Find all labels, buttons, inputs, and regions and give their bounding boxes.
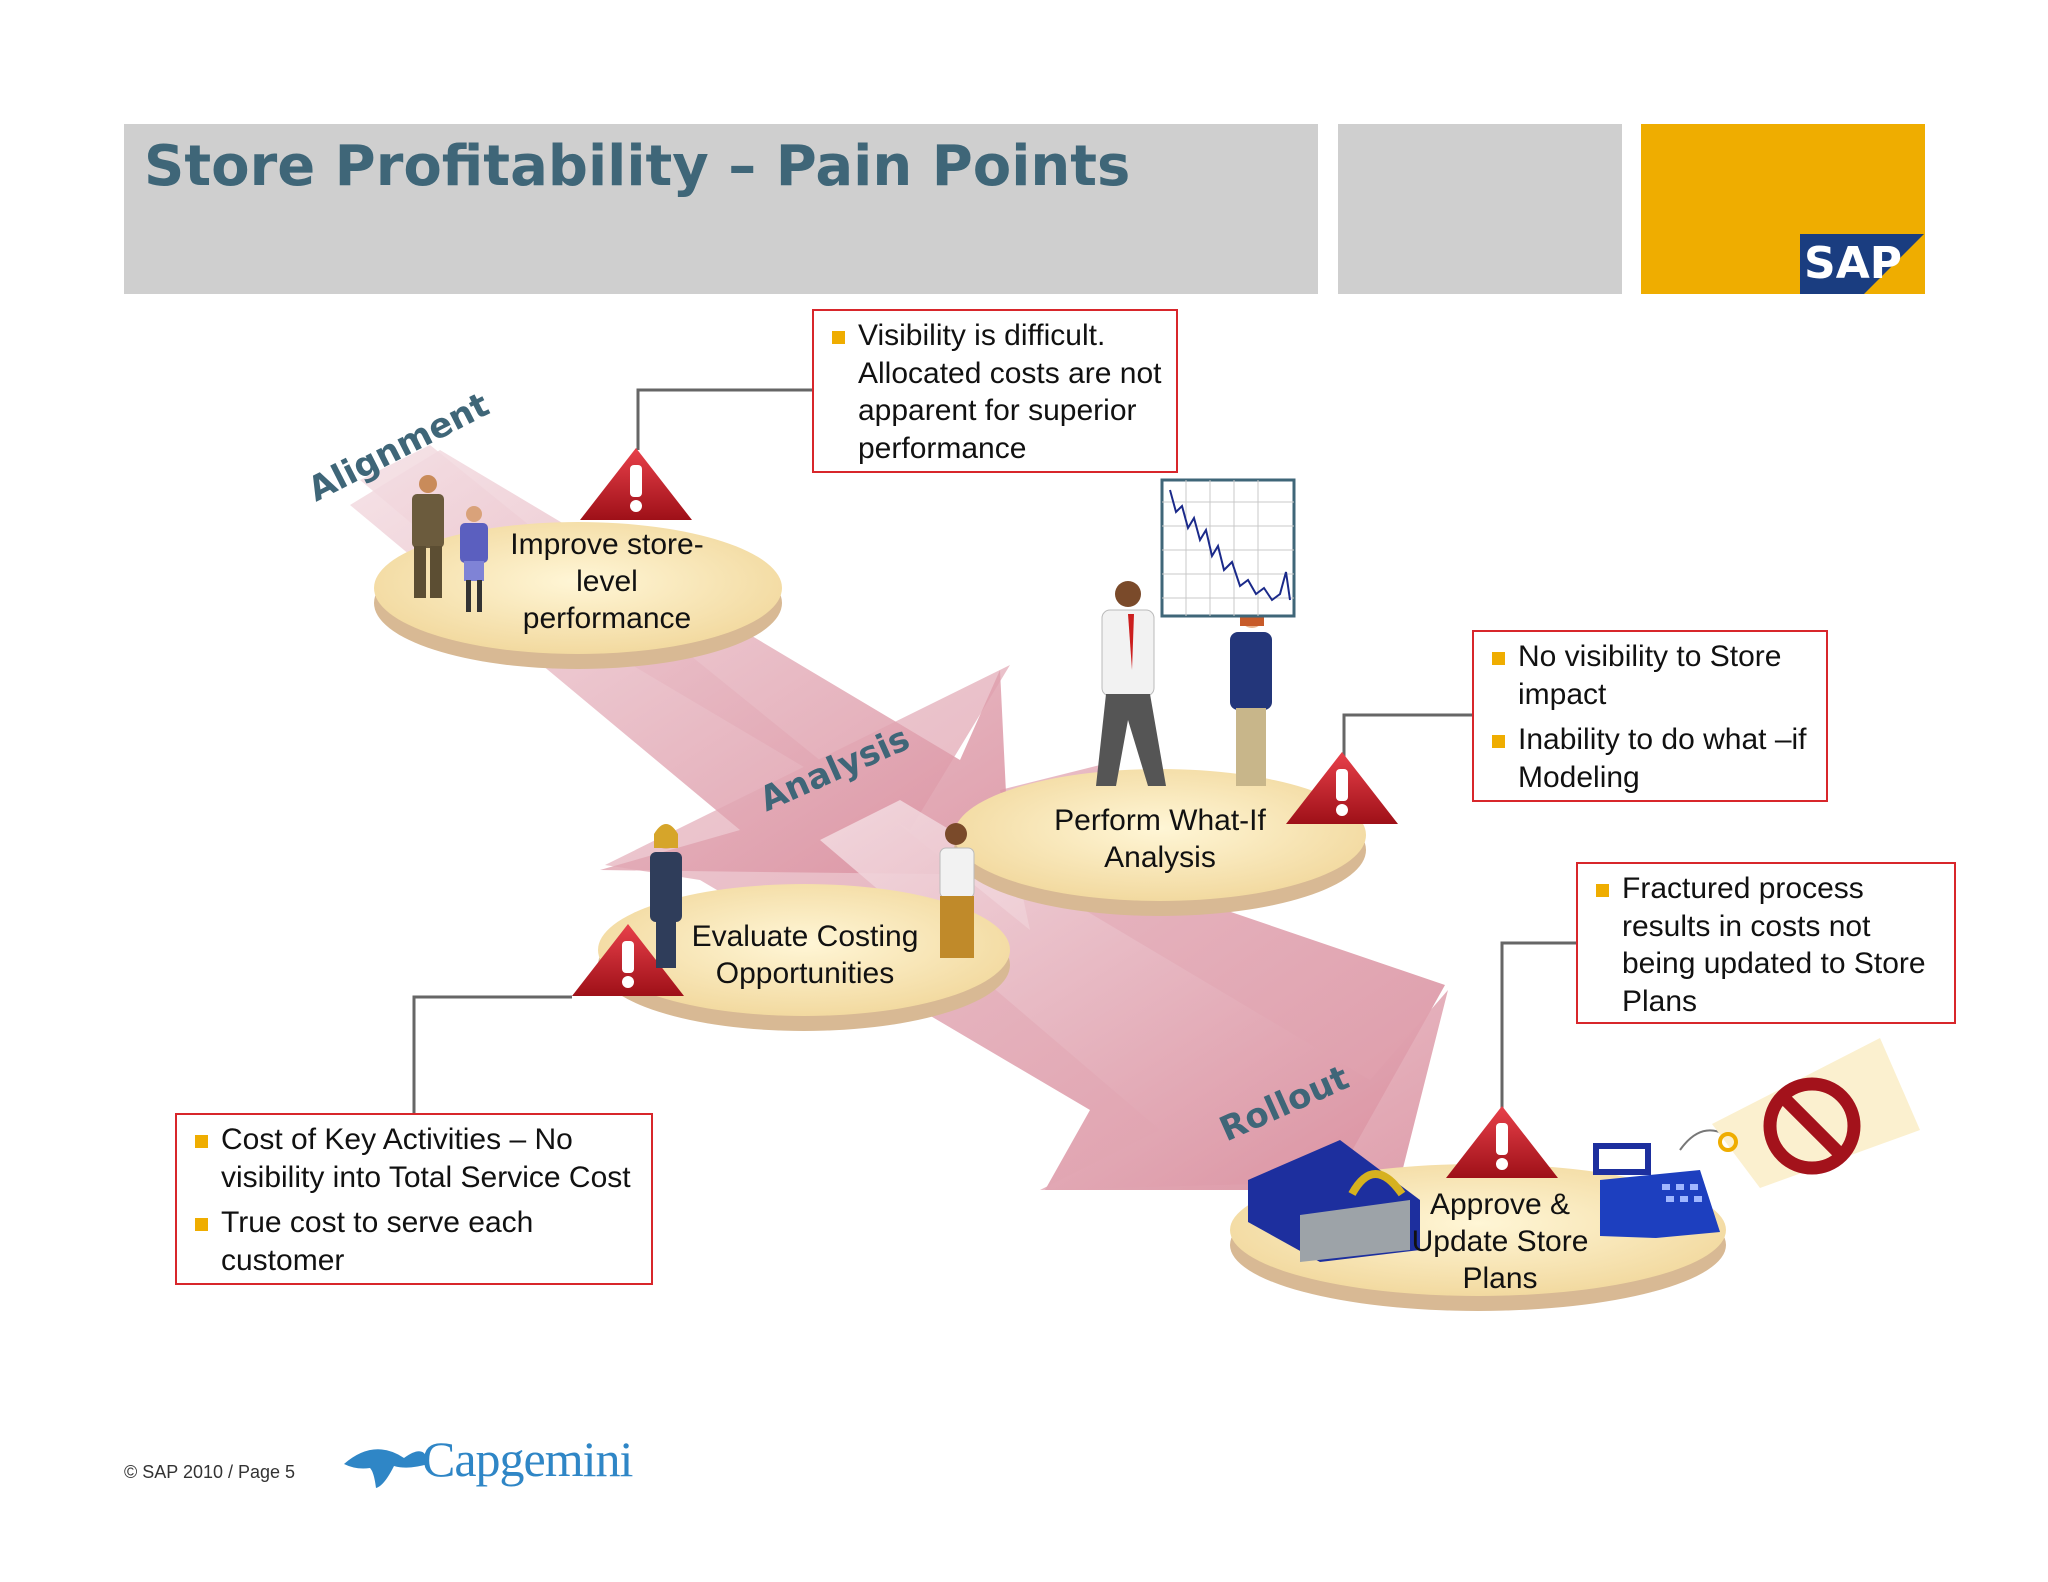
disk-evaluate xyxy=(598,884,1010,1031)
callout-item: Cost of Key Activities – No visibility i… xyxy=(187,1121,641,1196)
warning-icon xyxy=(1446,1106,1558,1178)
callout-visibility: Visibility is difficult. Allocated costs… xyxy=(812,309,1178,473)
title-bar xyxy=(124,124,1318,294)
printer-icon xyxy=(1248,1140,1420,1262)
page-title: Store Profitability – Pain Points xyxy=(144,134,1131,199)
price-tag xyxy=(1712,1038,1920,1188)
callout-item: No visibility to Store impact xyxy=(1484,638,1816,713)
disk-whatif xyxy=(954,769,1366,916)
sap-logo-text: SAP xyxy=(1804,238,1902,289)
bullet-square xyxy=(832,331,845,344)
callout-item: Fractured process results in costs not b… xyxy=(1588,870,1944,1020)
warning-icon xyxy=(1286,752,1398,824)
bullet-square xyxy=(195,1218,208,1231)
warning-icon xyxy=(572,924,684,996)
capgemini-logo-text: Capgemini xyxy=(422,1431,633,1487)
callout-store-impact: No visibility to Store impact Inability … xyxy=(1472,630,1828,802)
callout-fractured-process: Fractured process results in costs not b… xyxy=(1576,862,1956,1024)
header-gray-block xyxy=(1338,124,1622,294)
bullet-square xyxy=(195,1135,208,1148)
people-figures-evaluate xyxy=(650,823,975,968)
warning-icon xyxy=(580,448,692,520)
footer-copyright: © SAP 2010 / Page 5 xyxy=(124,1462,296,1482)
callout-item: Visibility is difficult. Allocated costs… xyxy=(824,317,1166,467)
people-figures-alignment xyxy=(412,475,488,612)
sap-logo: SAP xyxy=(1800,234,1924,294)
no-entry-icon xyxy=(1763,1077,1861,1175)
bullet-square xyxy=(1492,652,1505,665)
callout-item: Inability to do what –if Modeling xyxy=(1484,721,1816,796)
callout-cost-activities: Cost of Key Activities – No visibility i… xyxy=(175,1113,653,1285)
bullet-square xyxy=(1596,884,1609,897)
node-label-evaluate: Evaluate Costing Opportunities xyxy=(691,920,919,990)
node-label-whatif: Perform What-If Analysis xyxy=(1054,804,1266,874)
callout-item: True cost to serve each customer xyxy=(187,1204,641,1279)
node-label-improve: Improve store- level performance xyxy=(510,528,704,635)
node-label-approve: Approve & Update Store Plans xyxy=(1411,1188,1589,1295)
bullet-square xyxy=(1492,735,1505,748)
connector-lines xyxy=(412,388,1576,1115)
capgemini-logo-mark xyxy=(344,1449,428,1488)
trend-chart-icon xyxy=(1160,478,1296,618)
